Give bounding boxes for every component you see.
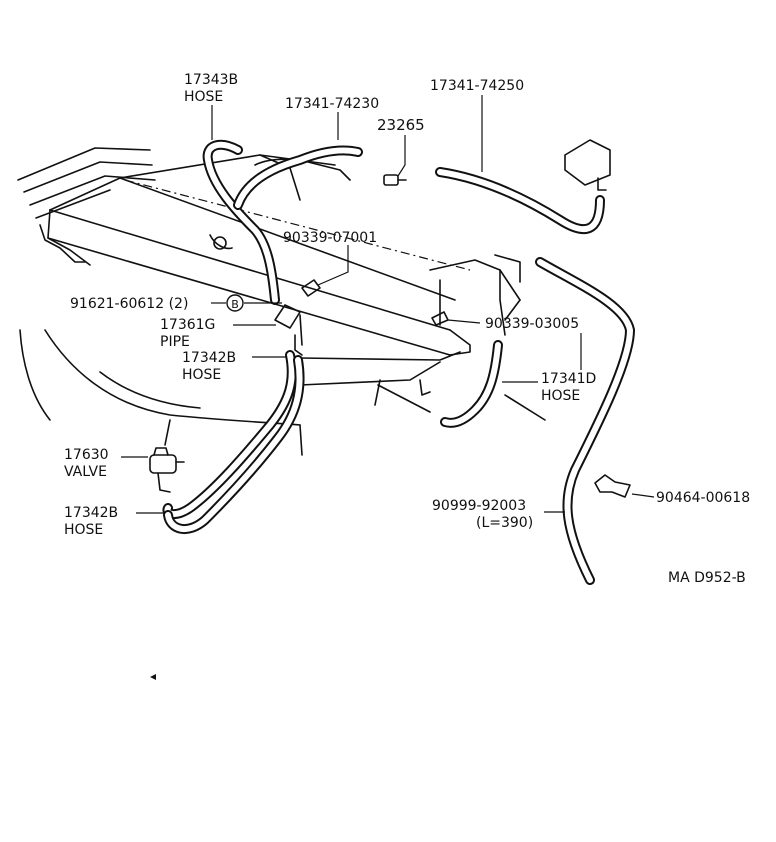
label-91621-60612: 91621-60612 (2) [70, 296, 188, 312]
label-90464-00618: 90464-00618 [656, 490, 750, 506]
label-17342b-upper-name: HOSE [182, 367, 221, 383]
label-17342b-lower-name: HOSE [64, 522, 103, 538]
label-90999-92003-note: (L=390) [476, 515, 533, 531]
hose-90999-92003-shape [535, 257, 635, 585]
hose-17341-74230-shape [233, 145, 363, 210]
label-17361g-name: PIPE [160, 334, 190, 350]
clip-90464-00618-shape [594, 474, 631, 498]
hose-17341d-shape [440, 340, 503, 428]
label-17343b-part: 17343B [184, 72, 238, 88]
callout-marker-b: B [226, 294, 244, 312]
label-17361g-part: 17361G [160, 317, 215, 333]
connector-23265-shape [383, 174, 407, 186]
label-17342b-lower-part: 17342B [64, 505, 118, 521]
stray-mark [150, 674, 156, 680]
valve-17630-shape [149, 447, 185, 493]
label-23265: 23265 [377, 116, 425, 134]
hose-17342b-shape [162, 350, 305, 534]
label-17341-74230: 17341-74230 [285, 96, 379, 112]
label-17630-name: VALVE [64, 464, 107, 480]
pipe-17361g-shape [274, 304, 303, 356]
figure-code: MA D952-B [668, 570, 746, 586]
hose-17341-74250-shape [435, 167, 605, 235]
plug-90339-07001-shape [301, 279, 321, 297]
callout-marker-letter: B [231, 298, 239, 311]
label-90339-07001: 90339-07001 [283, 230, 377, 246]
label-90339-03005: 90339-03005 [485, 316, 579, 332]
label-17342b-upper-part: 17342B [182, 350, 236, 366]
label-17630-part: 17630 [64, 447, 109, 463]
label-17343b-name: HOSE [184, 89, 223, 105]
leader-lines [121, 95, 655, 514]
label-17341-74250: 17341-74250 [430, 78, 524, 94]
vsv-bracket-shape [564, 139, 611, 191]
hose-17343b-shape [202, 139, 280, 305]
body-panel-outline [17, 147, 303, 456]
label-17341d-part: 17341D [541, 371, 596, 387]
label-17341d-name: HOSE [541, 388, 580, 404]
label-90999-92003-part: 90999-92003 [432, 498, 526, 514]
